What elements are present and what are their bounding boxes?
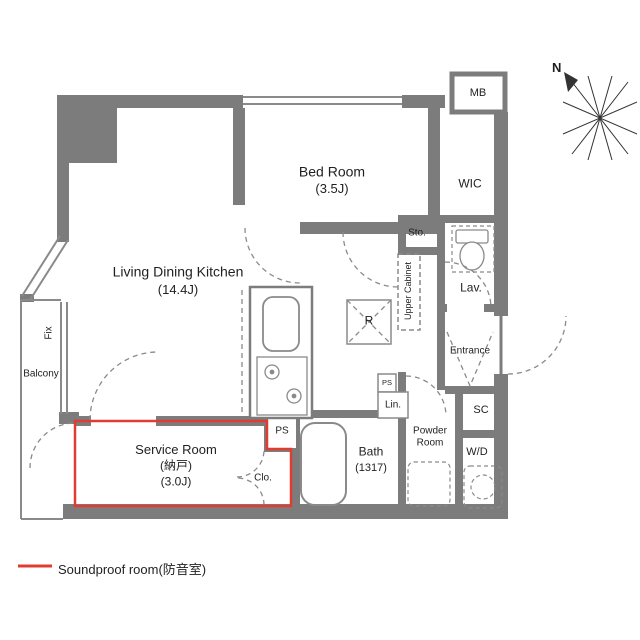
wall-right-lower [494,374,508,514]
washer-dryer-dashed [463,465,503,509]
washer-drum-dashed [470,474,496,500]
refrigerator-diagonal-2 [346,299,392,345]
upper-cabinet-box [397,253,421,331]
wall-powder-left [398,372,406,508]
wall-right-upper [494,112,508,316]
burner-dot [269,369,275,375]
diagonal-wall-line-2 [21,235,61,297]
wall-bottom [63,504,508,519]
soundproof-room-outline [73,419,293,508]
refrigerator-label: R [364,313,374,328]
bathtub [300,422,347,506]
service-room-size-label: (3.0J) [160,474,192,489]
hall-door-arc [342,231,399,288]
wall-entrance-bottom [445,386,494,394]
wall-entrance-left [437,312,445,390]
kitchen-sink [262,296,300,352]
powder-fixture-dashed [407,461,451,507]
meter-box [449,71,508,115]
stove [256,356,308,416]
wall-bedroom-bottom [300,222,428,234]
bath-size-label: (1317) [355,461,387,474]
meter-box-label: MB [469,86,487,99]
wall-top-right [402,95,445,108]
ldk-size-label: (14.4J) [157,281,199,297]
linen-box [377,391,409,419]
bedroom-size-label: (3.5J) [315,180,349,196]
lavatory-label: Lav. [460,280,482,295]
storage-label: Sto. [408,227,426,239]
bedroom-door-arc [244,227,301,284]
linen-label: Lin. [384,399,402,411]
compass-line [587,75,613,161]
service-room-jp-label: (納戸) [160,458,192,473]
pipe-space-kitchen-label: PS [275,425,289,437]
service-room-door-arc [89,351,159,421]
closet-door-arc-1 [236,449,265,478]
wall-bedroom-left [233,108,245,205]
lavatory-door-arc [444,261,492,309]
closet-door-arc-2 [236,477,265,506]
burner-dot [291,393,297,399]
door-swings [29,227,567,506]
washer-dryer-label: W/D [466,445,488,458]
toilet-tank [455,229,489,244]
diagonal-wall-line-1 [29,239,69,301]
wall-lavatory-left [437,215,445,312]
balcony-label: Balcony [23,368,59,380]
wall-left [57,95,69,242]
powder-door-arc [405,375,447,417]
wall-top-left [117,95,243,108]
wall-bath-left [292,410,300,510]
bath-label: Bath [358,444,384,459]
entrance-storage-fold-mark [446,331,494,388]
ldk-label: Living Dining Kitchen [112,263,244,280]
fix-window-label: Fix [43,326,55,340]
wall-lavatory-bottom-right [484,304,494,312]
compass-north-label: N [552,60,562,75]
wic-label: WIC [458,176,482,191]
wall-sc-wd-divider [463,430,494,438]
closet-label: Clo. [254,472,272,484]
windows-and-outlines [20,96,503,520]
entrance-door-arc [507,315,567,375]
service-room-label: Service Room [135,441,217,457]
north-arrowhead-icon [564,72,578,92]
entrance-label: Entrance [449,345,491,357]
wall-balcony-corner-block [20,294,34,302]
wall-bedroom-right [428,108,440,234]
compass-rose [562,72,638,161]
wall-wic-bottom [398,215,494,223]
wall-storage-left [398,215,406,255]
soundproof-red-border [73,419,293,508]
powder-room-label-line1: Powder [413,425,447,437]
legend-soundproof-label: Soundproof room(防音室) [58,562,207,577]
wall-lavatory-bottom-left [437,304,447,312]
bedroom-label: Bed Room [298,163,366,180]
wall-sc-left [455,386,463,508]
fixtures [256,225,503,509]
wall-diagonal-anchor-top [57,232,69,242]
pipe-space-small-label: PS [381,377,393,387]
balcony-door-arc [29,422,76,469]
upper-cabinet-label: Upper Cabinet [403,261,414,321]
shoe-closet-label: SC [473,403,489,416]
powder-room-label-line2: Room [416,437,444,449]
wall-storage-bottom [398,247,445,255]
wall-bath-top [292,410,398,418]
